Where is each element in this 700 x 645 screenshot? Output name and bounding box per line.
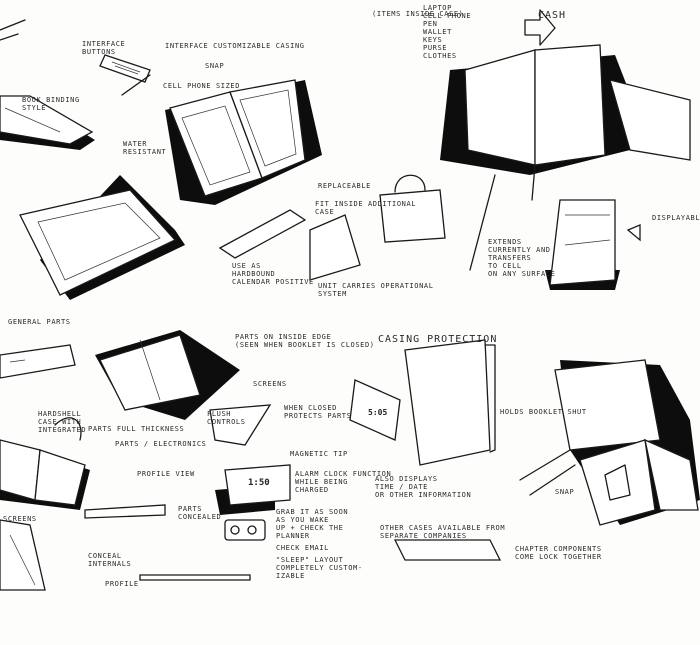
parts-electronics-label: PARTS / ELECTRONICS xyxy=(115,440,207,448)
items-list: LAPTOP CELL PHONE PEN WALLET KEYS PURSE … xyxy=(423,4,472,60)
booklet-large-sketch xyxy=(440,9,691,201)
conceal-internals-label: CONCEAL INTERNALS xyxy=(88,552,132,568)
hardcase-label: HARDSHELL CASE WITH INTEGRATED xyxy=(38,410,87,434)
profile-label: PROFILE xyxy=(105,580,139,588)
flush-controls-label: FLUSH CONTROLS xyxy=(207,410,246,426)
conceal-internals-sketch xyxy=(0,519,46,591)
items-title: (ITEMS INSIDE CASE) xyxy=(372,10,464,18)
hardcase-open-sketch xyxy=(0,417,90,510)
interface-buttons-sketch xyxy=(99,54,151,96)
replaceable-label: REPLACEABLE xyxy=(318,182,371,190)
alarm-clock-time: 1:50 xyxy=(248,478,270,488)
general-parts-label: GENERAL PARTS xyxy=(8,318,71,326)
profile-bars-sketch xyxy=(84,504,251,581)
other-cases-label: OTHER CASES AVAILABLE FROM SEPARATE COMP… xyxy=(380,524,506,540)
displays-time-label: ALSO DISPLAYS TIME / DATE OR OTHER INFOR… xyxy=(375,475,472,499)
book-binding-label: BOOK BINDING STYLE xyxy=(22,96,80,112)
book-binding-sketch xyxy=(0,95,95,150)
profile-view-label: PROFILE VIEW xyxy=(137,470,195,478)
screens2-label: SCREENS xyxy=(3,515,37,523)
panel-sketches xyxy=(218,174,446,281)
water-resistant-label: WATER RESISTANT xyxy=(123,140,167,156)
slot-time: 5:05 xyxy=(368,408,388,417)
corner-scribble xyxy=(0,19,26,41)
alarm-clock-label: ALARM CLOCK FUNCTION WHILE BEING CHARGED xyxy=(295,470,392,494)
casing-protection-sketch xyxy=(349,339,502,561)
displayable-label: DISPLAYABLE xyxy=(652,214,700,222)
holds-booklet-label: HOLDS BOOKLET SHUT xyxy=(500,408,587,416)
cash-label: CASH xyxy=(538,10,567,21)
casing-protection-label: CASING PROTECTION xyxy=(378,334,498,345)
screens-label: SCREENS xyxy=(253,380,287,388)
chapter-components-label: CHAPTER COMPONENTS COME LOCK TOGETHER xyxy=(515,545,602,561)
buttons-label: INTERFACE BUTTONS xyxy=(82,40,126,56)
stylus-sketch xyxy=(469,174,496,271)
cell-phone-sized-label: CELL PHONE SIZED xyxy=(163,82,241,90)
customizable-casing-label: INTERFACE CUSTOMIZABLE CASING xyxy=(165,42,305,50)
alarm-clock-dock-sketch xyxy=(215,464,291,541)
unit-carries-label: UNIT CARRIES OPERATIONAL SYSTEM xyxy=(318,282,434,298)
snap-label: SNAP xyxy=(205,62,225,70)
use-as-calendar-label: USE AS HARDBOUND CALENDAR POSITIVE xyxy=(232,262,314,286)
laptop-case-sketch xyxy=(19,175,185,300)
calendar-display-sketch xyxy=(545,199,641,290)
sleep-layout-label: "SLEEP" LAYOUT COMPLETELY CUSTOM- IZABLE xyxy=(276,556,363,580)
parts-full-label: PARTS FULL THICKNESS xyxy=(88,425,185,433)
snap2-label: SNAP xyxy=(555,488,575,496)
check-email-label: CHECK EMAIL xyxy=(276,544,329,552)
features-device-sketch xyxy=(95,330,272,446)
when-closed-label: WHEN CLOSED PROTECTS PARTS xyxy=(284,404,352,420)
extends-label: EXTENDS CURRENTLY AND TRANSFERS TO CELL … xyxy=(488,238,556,278)
chapter-components-sketch xyxy=(519,359,700,526)
parts-concealed-label: PARTS CONCEALED xyxy=(178,505,222,521)
fit-inside-label: FIT INSIDE ADDITIONAL CASE xyxy=(315,200,417,216)
parts-on-inside-edge-label: PARTS ON INSIDE EDGE (SEEN WHEN BOOKLET … xyxy=(235,333,375,349)
magnetic-tip-label: MAGNETIC TIP xyxy=(290,450,348,458)
phone-case-open-sketch xyxy=(165,79,322,205)
side-panel-sketch xyxy=(0,344,76,379)
grab-it-label: GRAB IT AS SOON AS YOU WAKE UP + CHECK T… xyxy=(276,508,349,540)
